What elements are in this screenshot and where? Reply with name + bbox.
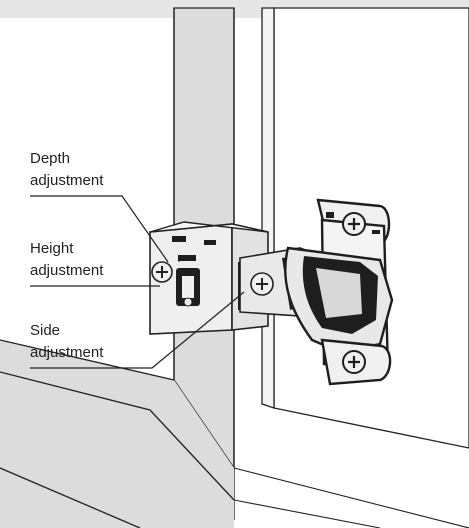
depth-label-line1: Depth bbox=[30, 150, 71, 167]
side-label-line2: adjustment bbox=[30, 344, 104, 361]
height-adjustment-label: Height adjustment bbox=[30, 238, 103, 282]
height-label-line1: Height bbox=[30, 240, 74, 257]
hinge-door-wing bbox=[284, 198, 394, 386]
rail-lower-edge bbox=[0, 467, 141, 528]
door-edge bbox=[261, 7, 275, 409]
floor-line-1 bbox=[233, 467, 469, 528]
height-label-line2: adjustment bbox=[30, 262, 104, 279]
depth-label-line2: adjustment bbox=[30, 172, 104, 189]
side-label-line1: Side bbox=[30, 322, 61, 339]
depth-leader-line bbox=[30, 195, 169, 263]
depth-adjustment-label: Depth adjustment bbox=[30, 148, 103, 192]
side-leader-line bbox=[30, 291, 245, 369]
floor-line-2 bbox=[233, 499, 381, 528]
rail-inner-edge bbox=[0, 371, 235, 501]
side-adjustment-label: Side adjustment bbox=[30, 320, 103, 364]
rail-top-edge bbox=[0, 339, 175, 381]
